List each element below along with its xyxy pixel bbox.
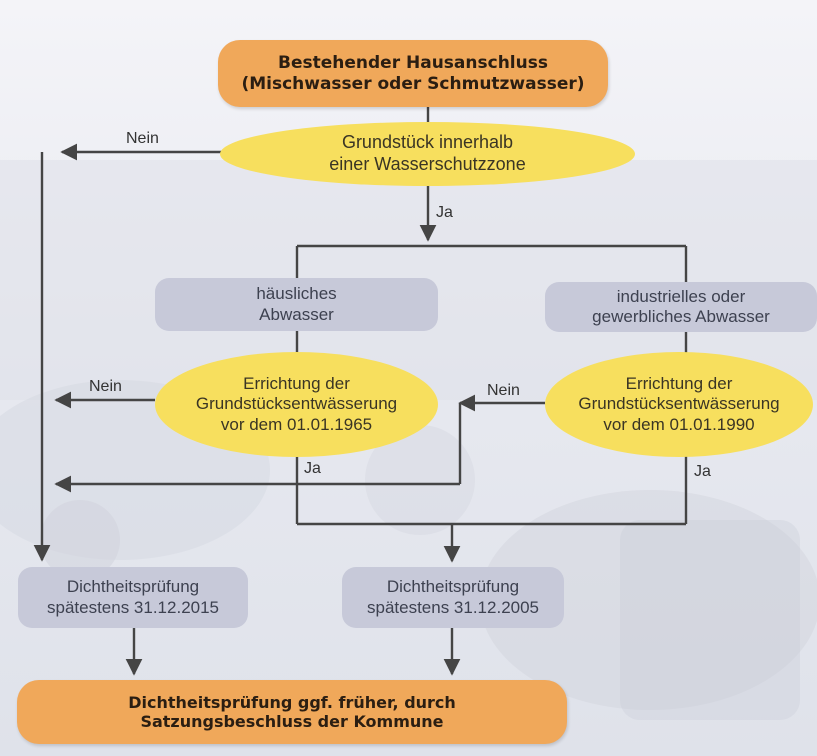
label-ja-1965: Ja [304,460,321,477]
industrial-wastewater-box: industrielles oder gewerbliches Abwasser [545,282,817,332]
water-zone-decision: Grundstück innerhalb einer Wasserschutzz… [220,122,635,186]
label-ja-zone: Ja [436,204,453,221]
decision-1965: Errichtung der Grundstücksentwässerung v… [155,352,438,457]
domestic-wastewater-box: häusliches Abwasser [155,278,438,331]
label-nein-1965: Nein [89,378,122,395]
label-nein-zone: Nein [126,130,159,147]
final-node: Dichtheitsprüfung ggf. früher, durch Sat… [17,680,567,744]
test-2005-box: Dichtheitsprüfung spätestens 31.12.2005 [342,567,564,628]
decision-1990: Errichtung der Grundstücksentwässerung v… [545,352,813,457]
label-ja-1990: Ja [694,463,711,480]
test-2015-box: Dichtheitsprüfung spätestens 31.12.2015 [18,567,248,628]
start-node: Bestehender Hausanschluss (Mischwasser o… [218,40,608,107]
label-nein-1990: Nein [487,382,520,399]
